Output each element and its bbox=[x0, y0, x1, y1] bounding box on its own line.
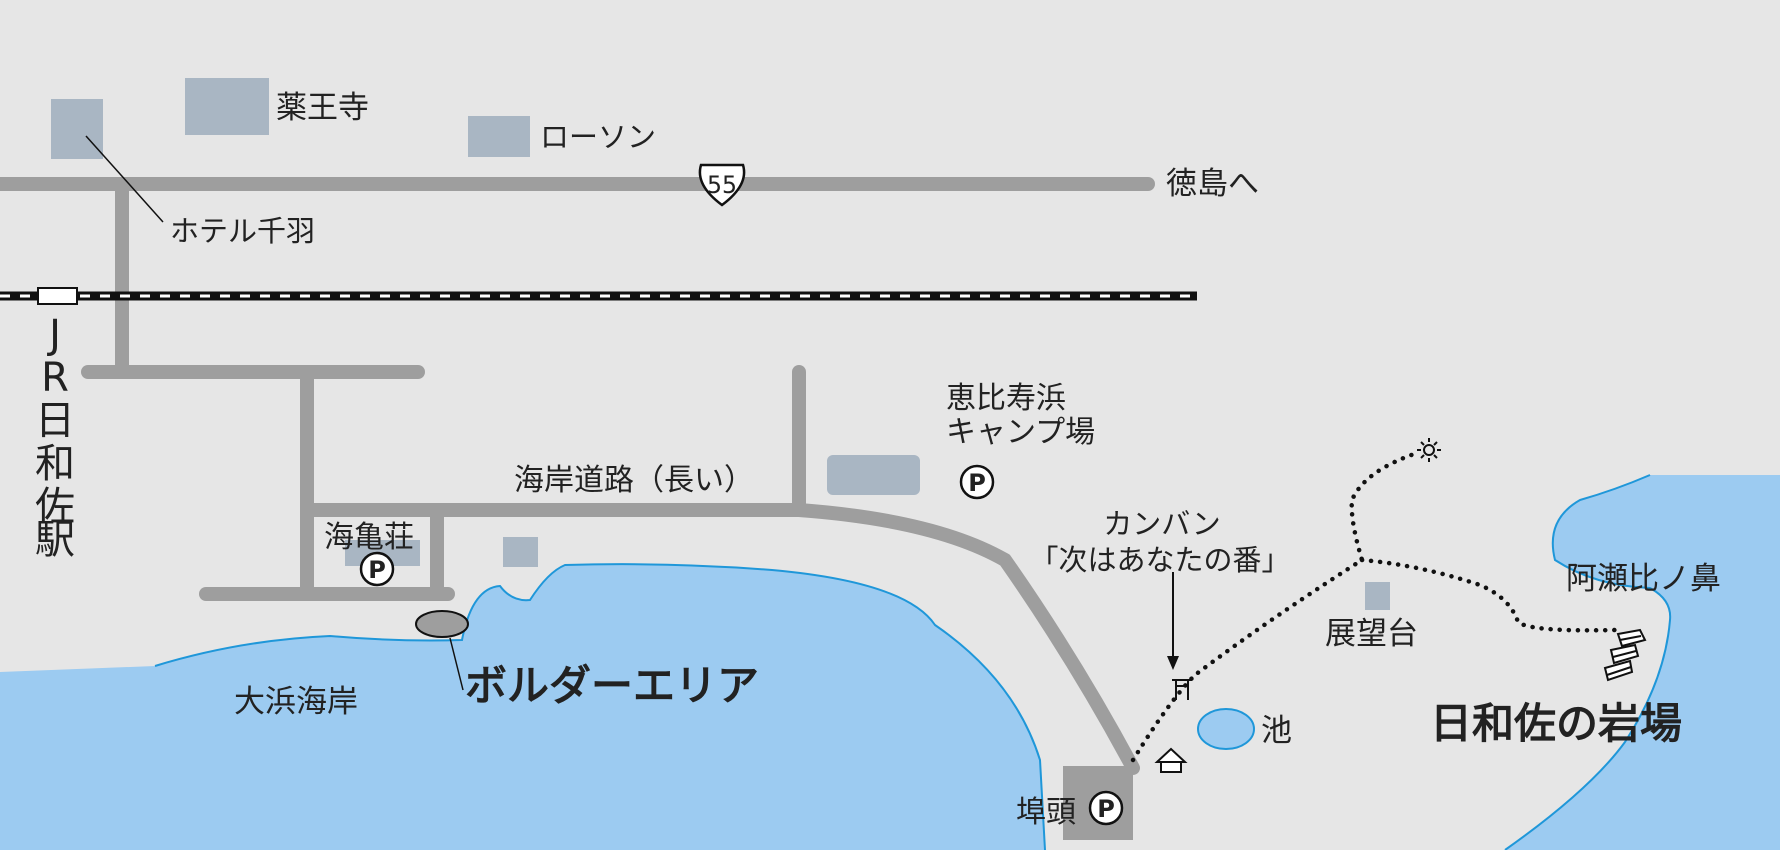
route-55-shield-icon: 55 bbox=[698, 163, 746, 207]
building-small bbox=[503, 537, 538, 567]
station-char-2: R bbox=[41, 355, 69, 401]
station-char-6: 駅 bbox=[35, 517, 75, 563]
label-jr-hiwasa-station: J R 日 和 佐 駅 bbox=[35, 312, 75, 563]
parking-umigameso-label: P bbox=[368, 556, 386, 584]
station-char-3: 日 bbox=[35, 398, 75, 444]
label-to-tokushima: 徳島へ bbox=[1166, 166, 1259, 202]
label-ebisuhama-line2: キャンプ場 bbox=[946, 415, 1095, 450]
building-camp bbox=[827, 455, 920, 495]
label-ohama-beach: 大浜海岸 bbox=[234, 684, 358, 720]
label-futo: 埠頭 bbox=[1016, 795, 1076, 830]
label-ase-binohana: 阿瀬比ノ鼻 bbox=[1566, 561, 1721, 597]
railway-track-icon bbox=[0, 287, 1197, 305]
leader-boulder bbox=[449, 637, 464, 691]
building-tenbodai bbox=[1365, 582, 1390, 610]
label-kanban-line1: カンバン bbox=[1103, 507, 1220, 541]
label-coast-road: 海岸道路（長い） bbox=[514, 463, 754, 498]
station-char-4: 和 bbox=[35, 441, 75, 487]
label-hotel-chiba: ホテル千羽 bbox=[170, 214, 315, 248]
station-marker bbox=[37, 287, 78, 305]
lighthouse-icon bbox=[1417, 438, 1441, 462]
building-lawson bbox=[468, 116, 530, 157]
label-boulder-area: ボルダーエリア bbox=[465, 661, 759, 710]
label-lawson: ローソン bbox=[540, 120, 656, 154]
label-yakuoji: 薬王寺 bbox=[276, 90, 369, 126]
road-network bbox=[0, 177, 1155, 775]
coastline-ase bbox=[1504, 474, 1672, 850]
hut-icon bbox=[1154, 747, 1188, 773]
pond-shape bbox=[1197, 708, 1255, 750]
label-ebisuhama-line1: 恵比寿浜 bbox=[946, 381, 1066, 416]
route-number: 55 bbox=[707, 171, 737, 199]
building-yakuoji bbox=[185, 78, 269, 135]
kanban-arrow-head bbox=[1167, 656, 1179, 670]
station-char-5: 佐 bbox=[35, 484, 75, 530]
crag-icon bbox=[1603, 628, 1647, 682]
parking-icon: P bbox=[1088, 790, 1124, 826]
trail-paths bbox=[1130, 449, 1618, 763]
label-kanban-line2: 「次はあなたの番」 bbox=[1029, 543, 1290, 577]
building-hotel-chiba bbox=[51, 99, 103, 159]
coastline-ohama bbox=[154, 563, 1046, 850]
label-hiwasa-crag: 日和佐の岩場 bbox=[1430, 699, 1682, 748]
parking-camp-label: P bbox=[968, 469, 986, 497]
parking-icon: P bbox=[359, 551, 395, 587]
parking-futo-label: P bbox=[1097, 795, 1115, 823]
label-pond: 池 bbox=[1261, 713, 1292, 749]
trail-to-lighthouse bbox=[1130, 449, 1423, 763]
parking-icon: P bbox=[959, 464, 995, 500]
boulder-area-marker bbox=[415, 610, 469, 638]
sea-ohama bbox=[0, 564, 1045, 850]
label-tenbodai: 展望台 bbox=[1325, 616, 1418, 652]
sea-ase bbox=[1505, 475, 1780, 850]
road-coast bbox=[300, 503, 1140, 775]
station-char-1: J bbox=[46, 312, 61, 358]
label-umigameso: 海亀荘 bbox=[324, 520, 414, 555]
torii-icon bbox=[1172, 679, 1192, 700]
leader-hotel bbox=[85, 135, 164, 223]
